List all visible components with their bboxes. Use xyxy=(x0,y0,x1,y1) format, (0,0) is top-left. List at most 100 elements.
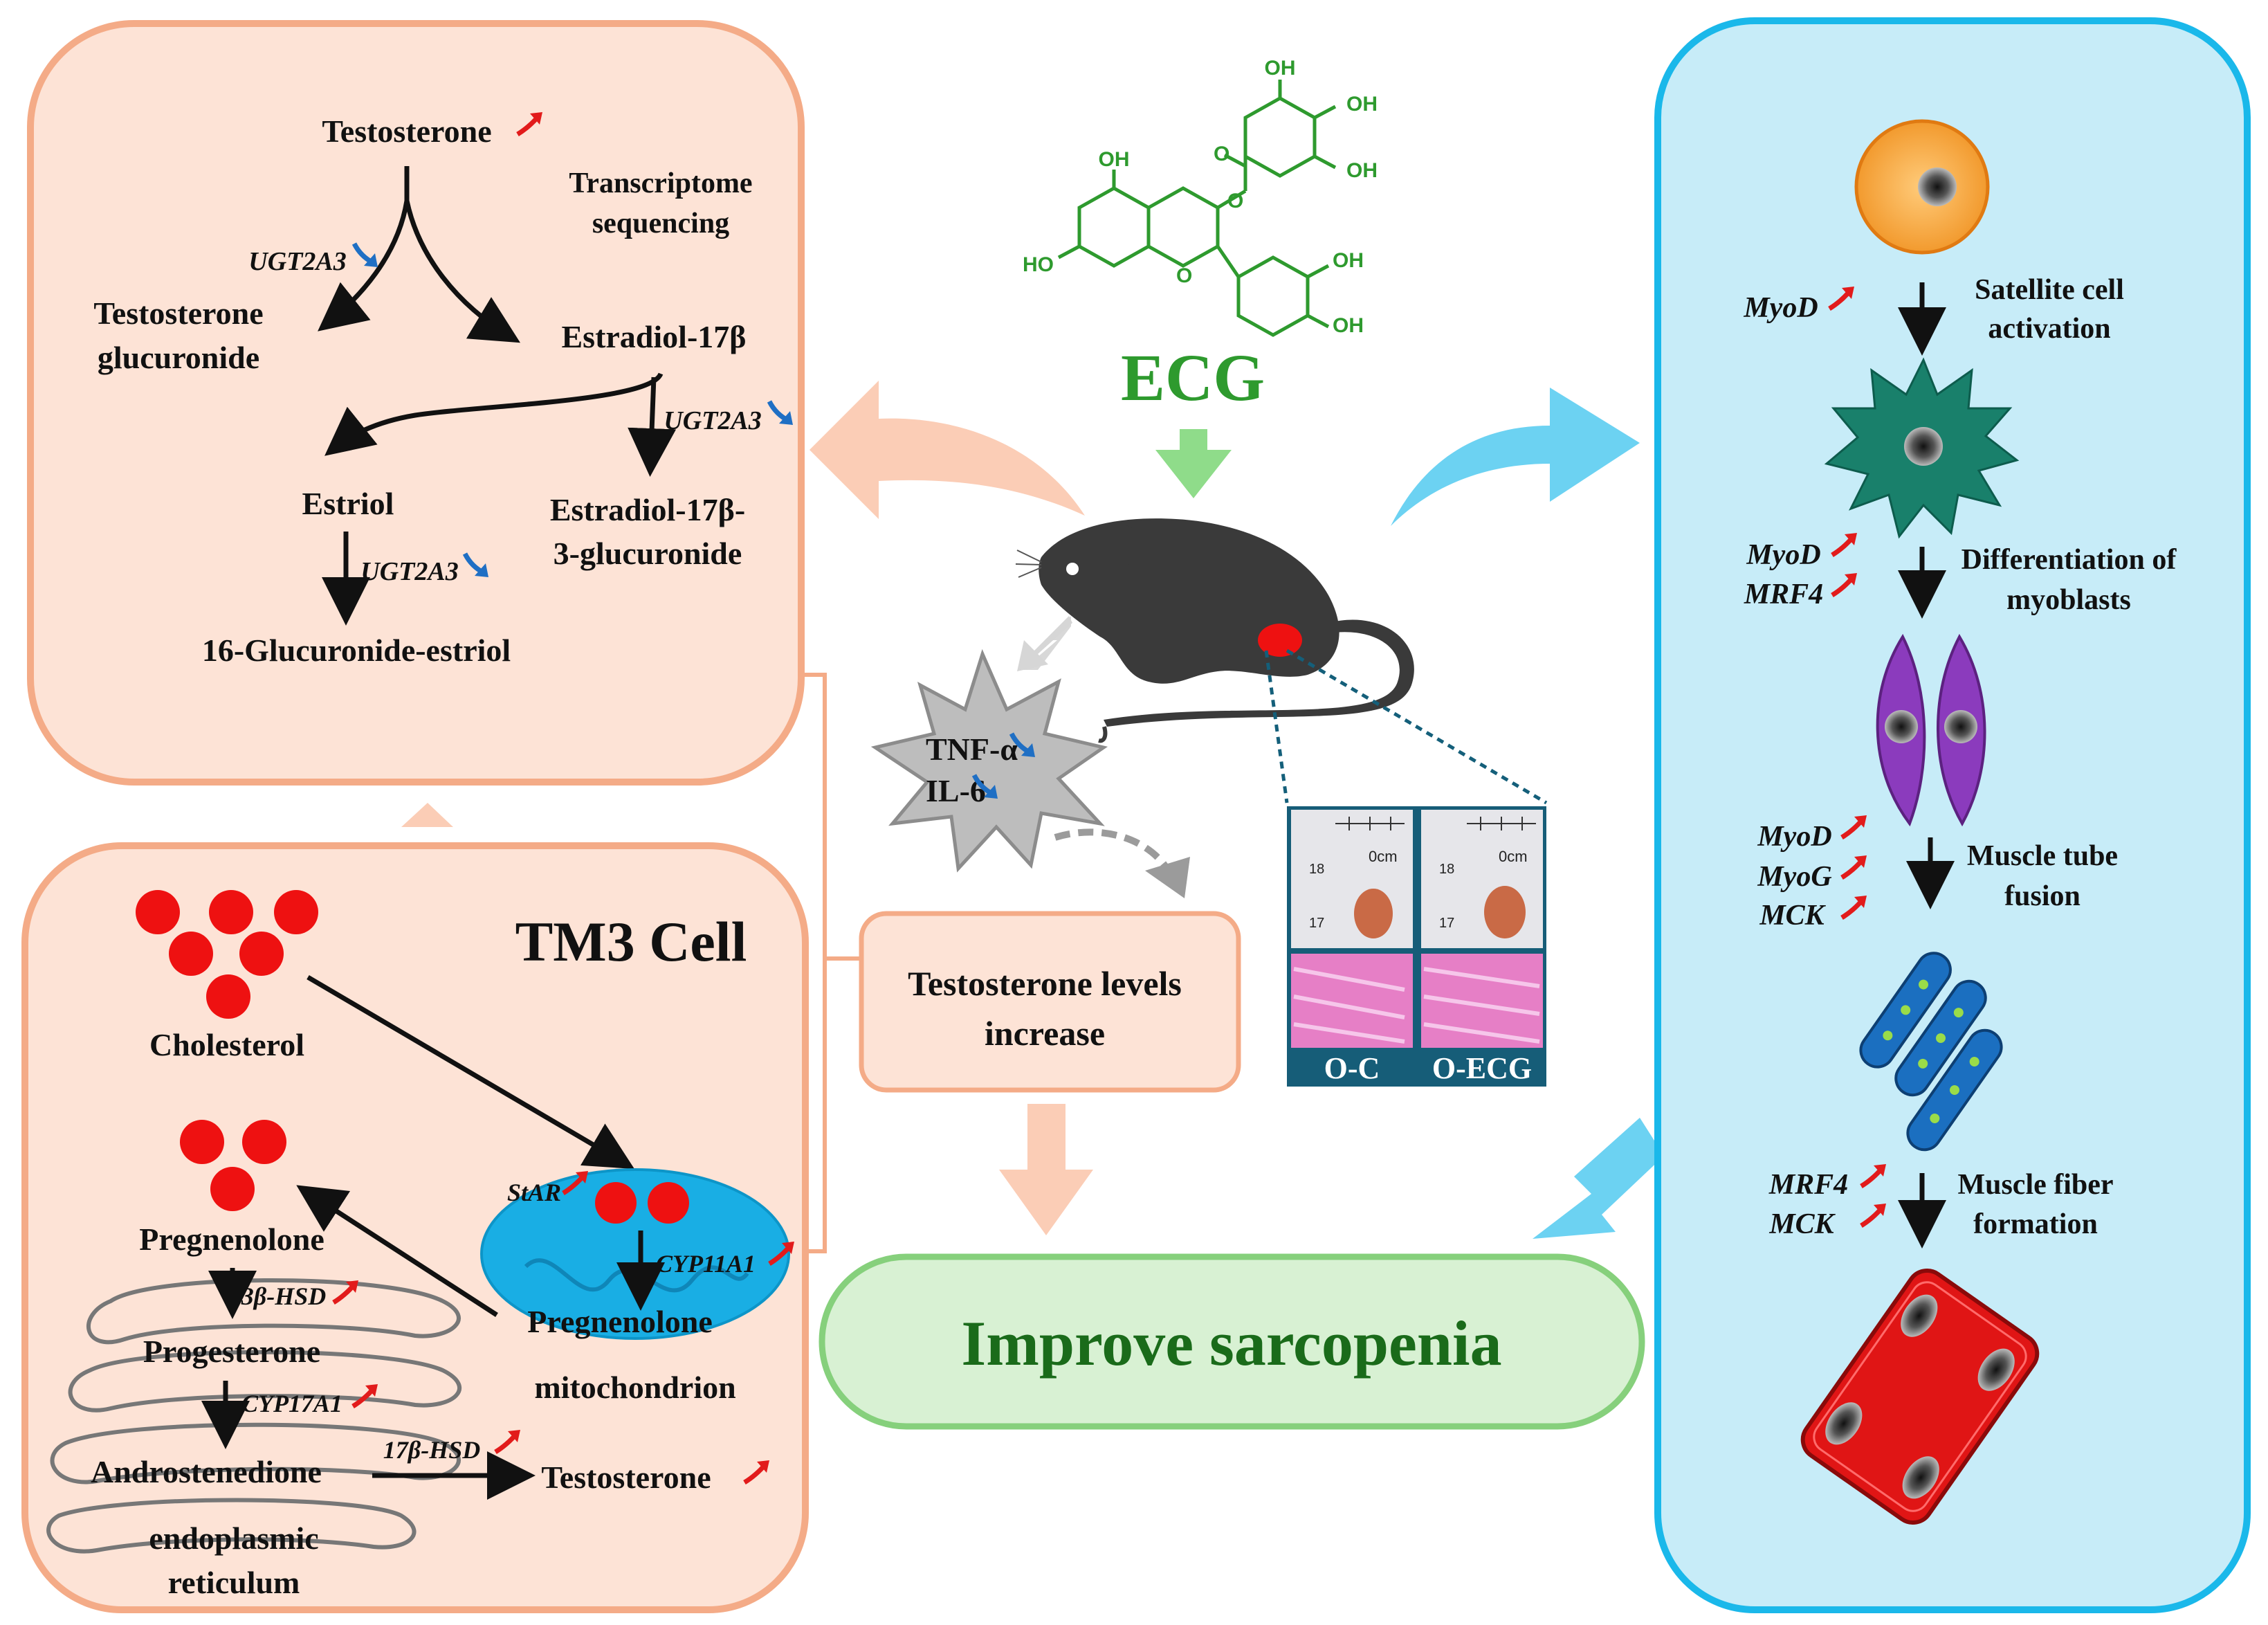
right-panel xyxy=(1654,17,2251,1613)
gene-label: MyoG xyxy=(1757,861,1831,893)
step4-label-2: formation xyxy=(1973,1208,2098,1240)
inflammation-burst xyxy=(870,648,1108,873)
oh-label: OH xyxy=(1346,93,1378,116)
connector-arrowhead xyxy=(401,803,453,827)
cholesterol-dots xyxy=(136,890,318,1019)
ruler-cm-label: 0cm xyxy=(1369,848,1398,865)
ho-label: HO xyxy=(1023,253,1054,276)
o-label: O xyxy=(1176,264,1192,287)
testosterone-glucuronide-label-1: Testosterone xyxy=(93,296,263,331)
oh-label: OH xyxy=(1265,57,1296,80)
blue-diag-arrow xyxy=(1533,1118,1664,1239)
estradiol-label: Estradiol-17β xyxy=(561,319,746,354)
ecg-down-arrow xyxy=(1155,429,1232,498)
gene-label: MRF4 xyxy=(1768,1169,1848,1201)
oecg-label: O-ECG xyxy=(1432,1051,1532,1085)
step3-label-2: fusion xyxy=(2004,880,2080,912)
muscle-fiber xyxy=(1800,1268,2040,1525)
dashed-arrowhead xyxy=(1145,857,1190,898)
step4-label-1: Muscle fiber xyxy=(1957,1169,2113,1201)
gene-label: MRF4 xyxy=(1744,579,1823,610)
hsd3b-label: 3β-HSD xyxy=(241,1282,326,1310)
hsd17b-label: 17β-HSD xyxy=(383,1436,480,1464)
oh-label: OH xyxy=(1333,314,1364,337)
oh-label: OH xyxy=(1099,148,1130,171)
ecg-atom-labels: OH OH OH OH HO OH OH O O O xyxy=(1023,57,1378,337)
oc-label: O-C xyxy=(1324,1051,1380,1085)
tm3-cell-title: TM3 Cell xyxy=(515,910,747,973)
star-label: StAR xyxy=(507,1179,561,1206)
nucleus xyxy=(1904,427,1943,466)
estradiol-glucuronide-label-2: 3-glucuronide xyxy=(554,536,742,571)
glucuronide-estriol-label: 16-Glucuronide-estriol xyxy=(202,633,511,668)
o-label: O xyxy=(1214,143,1229,165)
tnf-label: TNF-α xyxy=(926,732,1018,767)
testosterone-levels-box xyxy=(859,911,1241,1093)
gene-label: MyoD xyxy=(1746,539,1820,571)
pregnenolone-label: Pregnenolone xyxy=(139,1222,324,1257)
tissue-photo-panel: 0cm 0cm 18 17 18 17 O-C O-ECG xyxy=(1287,806,1546,1087)
er-label-1: endoplasmic xyxy=(149,1520,318,1556)
step1-label-1: Satellite cell xyxy=(1975,274,2124,306)
dotted-link xyxy=(1286,648,1548,805)
o-label: O xyxy=(1227,190,1243,212)
cyp11a1-label: CYP11A1 xyxy=(656,1250,756,1278)
arrow-cholesterol-to-mito xyxy=(307,974,635,1170)
arrow-to-estradiol-glucuronide xyxy=(628,376,677,477)
gene-label: MyoD xyxy=(1757,821,1831,853)
gene-label: MCK xyxy=(1768,1208,1836,1240)
testosterone-product-label: Testosterone xyxy=(541,1460,711,1495)
androstenedione-label: Androstenedione xyxy=(91,1454,322,1489)
testosterone-levels-label-2: increase xyxy=(985,1014,1105,1053)
ruler-tick-label: 17 xyxy=(1439,916,1454,931)
testosterone-levels-label-1: Testosterone levels xyxy=(908,964,1182,1003)
dashed-arrow xyxy=(1054,828,1173,874)
estradiol-glucuronide-label-1: Estradiol-17β- xyxy=(550,492,745,527)
arrow-mito-to-pregnenolone xyxy=(296,1185,498,1317)
step3-label-1: Muscle tube xyxy=(1967,840,2118,872)
improve-sarcopenia-label: Improve sarcopenia xyxy=(961,1308,1501,1379)
dotted-link xyxy=(1264,650,1289,804)
pregnenolone-dots xyxy=(180,1120,286,1211)
ruler-tick-label: 17 xyxy=(1309,916,1324,931)
ruler-tick-label: 18 xyxy=(1439,862,1454,877)
right-curved-arrow xyxy=(1391,388,1640,526)
arrow-to-estriol xyxy=(324,372,664,456)
oh-label: OH xyxy=(1346,159,1378,182)
step2-label-2: myoblasts xyxy=(2006,584,2131,616)
ecg-label: ECG xyxy=(1121,341,1265,415)
testosterone-label: Testosterone xyxy=(322,114,491,149)
ruler-tick-label: 18 xyxy=(1309,862,1324,877)
myotubes xyxy=(1859,952,2003,1152)
gene-label: MCK xyxy=(1759,900,1826,932)
cyp17a1-label: CYP17A1 xyxy=(241,1390,342,1417)
er-label-2: reticulum xyxy=(168,1565,300,1600)
gene-label: MyoD xyxy=(1743,292,1818,324)
ugt-label-3: UGT2A3 xyxy=(360,557,458,586)
progesterone-label: Progesterone xyxy=(143,1334,320,1369)
cholesterol-label: Cholesterol xyxy=(149,1027,304,1062)
testosterone-glucuronide-label-2: glucuronide xyxy=(98,340,259,375)
mitochondrion-body xyxy=(480,1168,790,1340)
arrow-to-estradiol xyxy=(404,200,521,343)
panel-bracket xyxy=(801,673,827,1253)
estriol-label: Estriol xyxy=(302,486,394,521)
salmon-down-arrow xyxy=(999,1104,1093,1235)
left-curved-arrow xyxy=(810,381,1085,519)
step1-label-2: activation xyxy=(1988,313,2110,345)
ecg-molecule xyxy=(1057,80,1337,337)
arrow-to-testosterone-glucuronide xyxy=(318,200,410,332)
mitochondrion-label: mitochondrion xyxy=(534,1370,735,1405)
grey-arrow-head xyxy=(1017,616,1072,671)
mouse-icon xyxy=(1015,518,1414,743)
oh-label: OH xyxy=(1333,249,1364,272)
nucleus xyxy=(1918,167,1957,206)
ugt-label-2: UGT2A3 xyxy=(664,406,761,435)
ruler-cm-label: 0cm xyxy=(1499,848,1528,865)
ugt-label-1: UGT2A3 xyxy=(248,247,346,276)
myoblasts xyxy=(1876,633,1986,827)
mito-pregnenolone-label: Pregnenolone xyxy=(527,1304,712,1339)
improve-sarcopenia-pill xyxy=(819,1253,1645,1430)
